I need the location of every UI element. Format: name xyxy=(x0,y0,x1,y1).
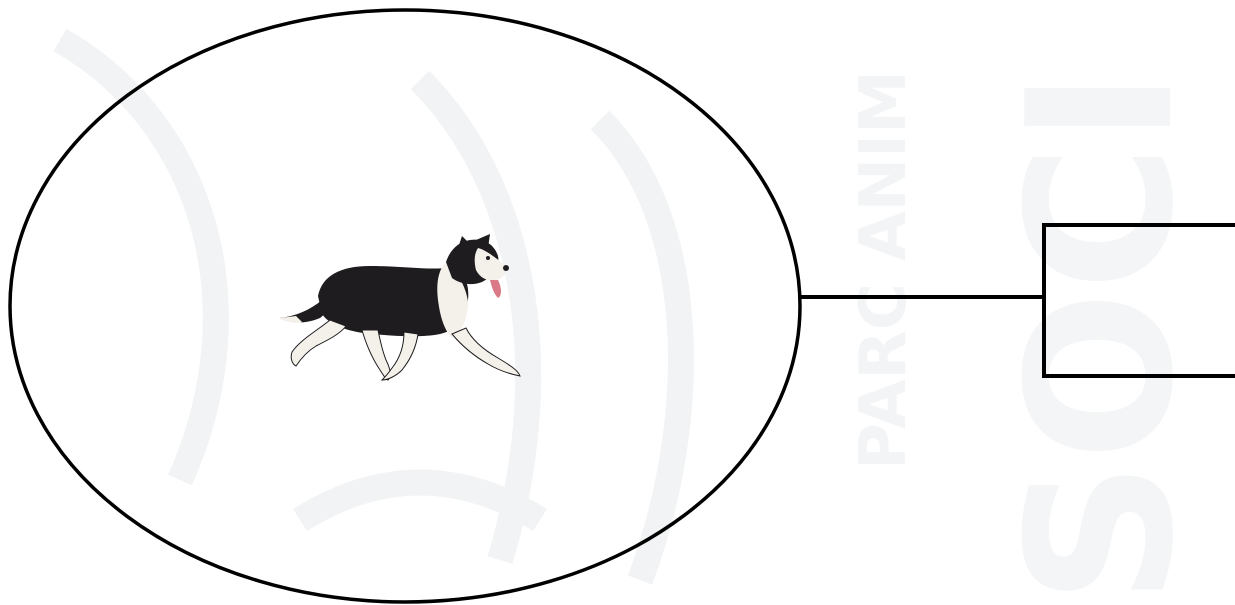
dog-leg-back-left xyxy=(291,320,346,366)
dog-leg-back-right xyxy=(362,330,390,380)
dog-leg-front-right xyxy=(452,328,520,376)
watermark-text-1: PARC ANIM xyxy=(847,70,921,470)
watermark-text-2: SOCI xyxy=(985,70,1218,605)
dog-eye xyxy=(486,256,490,260)
dog-nose xyxy=(503,265,509,271)
dog-illustration xyxy=(280,234,520,380)
dog-tongue xyxy=(490,280,501,298)
